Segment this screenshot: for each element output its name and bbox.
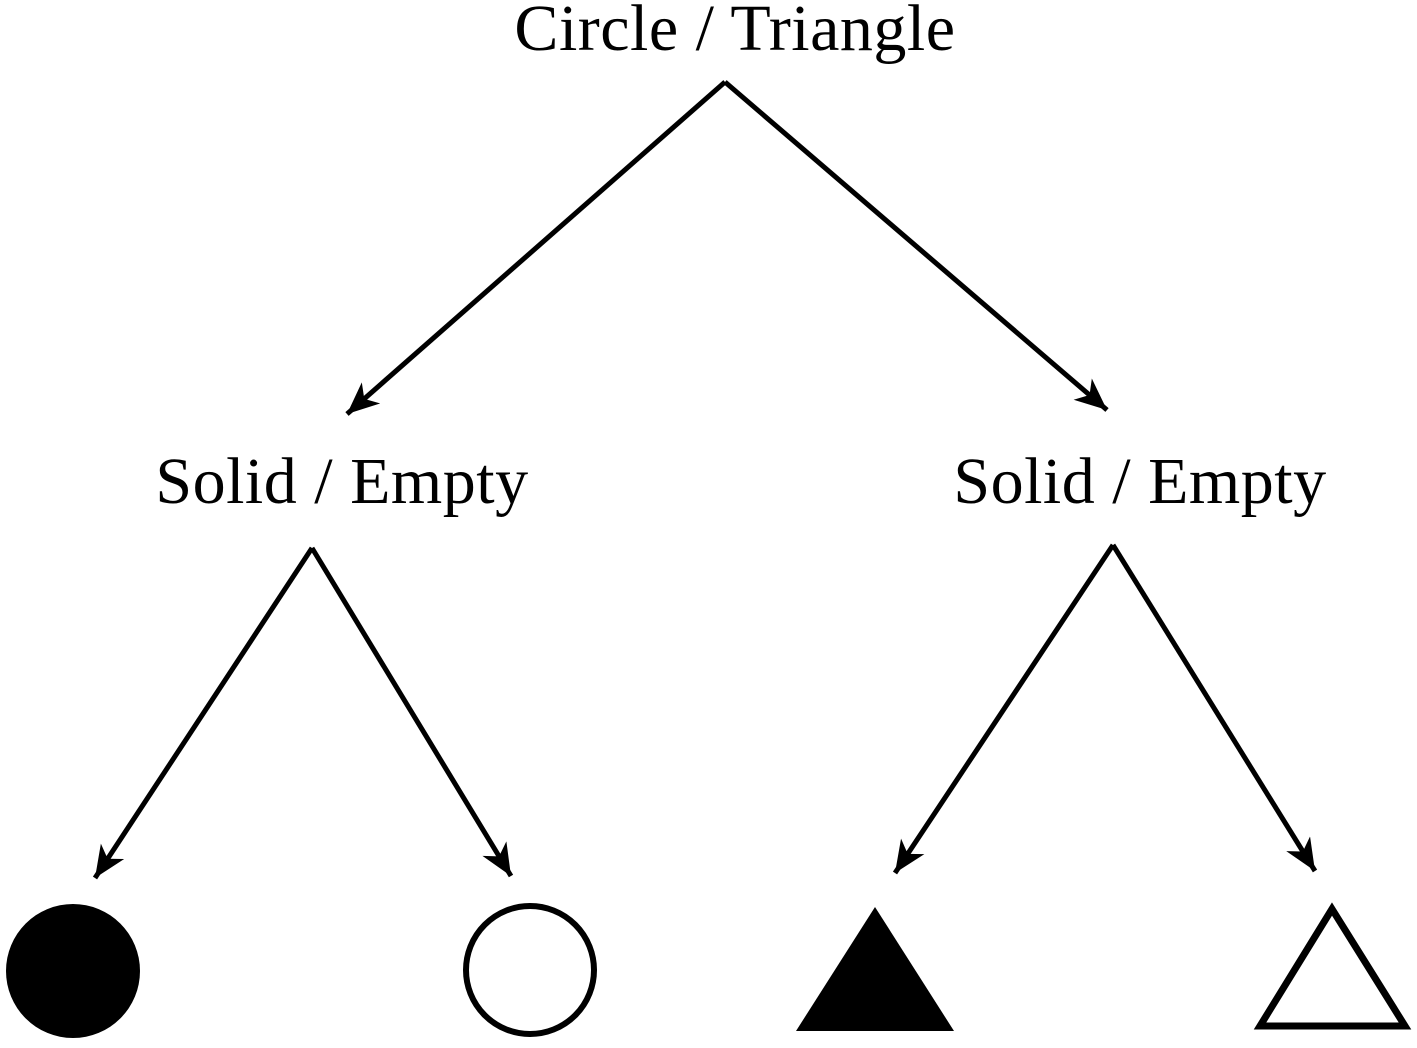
- edge-right-branch-to-solid-triangle: [892, 543, 1116, 875]
- solid-triangle-icon: [796, 907, 954, 1031]
- edge-right-branch-to-empty-triangle: [1110, 543, 1318, 873]
- edge-left-branch-to-empty-circle: [309, 546, 514, 878]
- edge-root-to-left-branch: [345, 80, 727, 416]
- right-branch-node-label: Solid / Empty: [953, 445, 1327, 518]
- edge-left-branch-to-solid-circle: [92, 546, 315, 880]
- edge-root-to-right-branch: [723, 80, 1109, 412]
- root-node-label: Circle / Triangle: [514, 0, 956, 65]
- solid-circle-icon: [6, 904, 140, 1038]
- empty-circle-icon: [463, 903, 597, 1037]
- empty-triangle-icon: [1253, 902, 1412, 1030]
- left-branch-node-label: Solid / Empty: [155, 445, 529, 518]
